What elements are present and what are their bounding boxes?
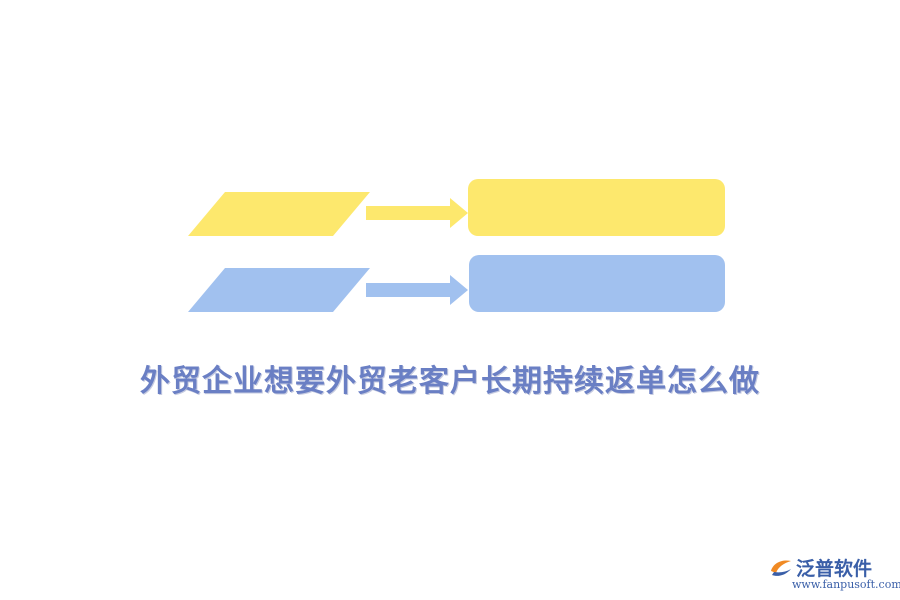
flow-row-yellow (188, 179, 725, 236)
process-box-yellow (468, 179, 725, 236)
arrow-right-icon (366, 275, 468, 305)
arrow-right-icon (366, 198, 468, 228)
flow-row-blue (188, 255, 725, 312)
brand-name: 泛普软件 (796, 558, 873, 580)
brand-url: www.fanpusoft.com (792, 578, 900, 591)
input-parallelogram-blue (188, 268, 370, 312)
fanpu-logo-icon (771, 560, 791, 576)
brand-logo[interactable]: 泛普软件 www.fanpusoft.com (768, 553, 900, 595)
page-title: 外贸企业想要外贸老客户长期持续返单怎么做 (140, 364, 760, 399)
process-box-blue (469, 255, 725, 312)
input-parallelogram-yellow (188, 192, 370, 236)
